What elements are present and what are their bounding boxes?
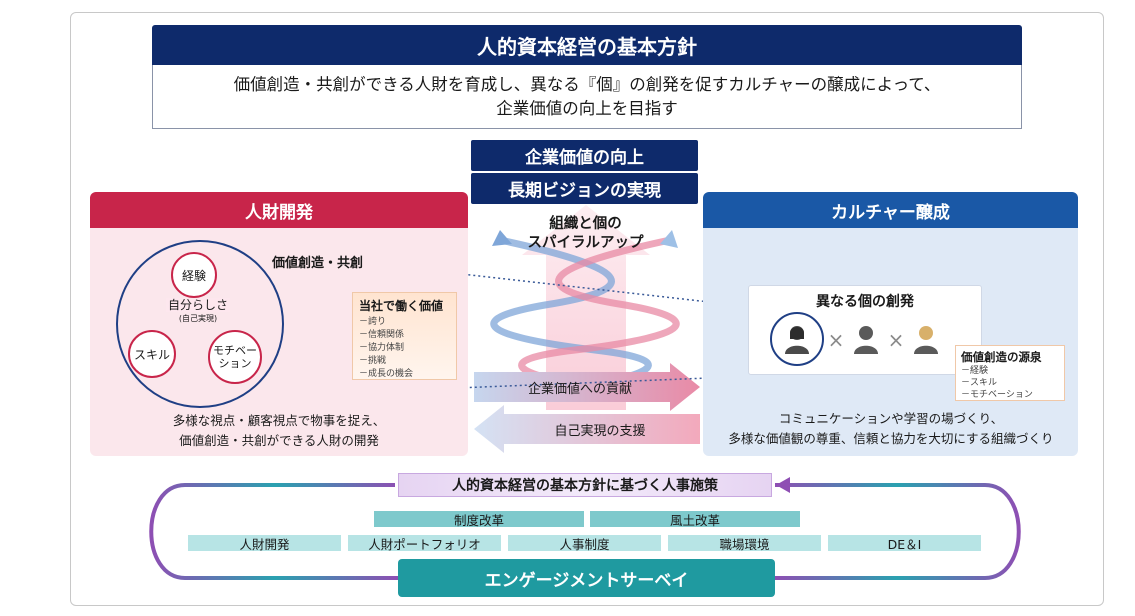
times-icon: ×	[887, 328, 905, 352]
left-caption-1: 多様な視点・顧客視点で物事を捉え、	[172, 413, 386, 428]
value-item: －信頼関係	[359, 330, 405, 340]
value-item: －協力体制	[359, 343, 405, 353]
spiral-tip	[660, 230, 678, 248]
source-item: －モチベーション	[961, 390, 1033, 400]
workplace-value-box: 当社で働く価値 －誇り －信頼関係 －協力体制 －挑戦 －成長の機会	[352, 292, 457, 380]
emergence-title: 異なる個の創発	[816, 294, 914, 310]
spiral-tip	[492, 230, 512, 246]
self-sub-label: (自己実現)	[178, 314, 218, 323]
engagement-survey: エンゲージメントサーベイ	[398, 559, 775, 597]
spiral-line-1: 組織と個の	[549, 216, 622, 232]
right-caption: コミュニケーションや学習の場づくり、 多様な価値観の尊重、信頼と協力を大切にする…	[706, 409, 1076, 449]
left-caption: 多様な視点・顧客視点で物事を捉え、 価値創造・共創ができる人財の開発	[95, 411, 463, 451]
skill-bubble: スキル	[128, 330, 176, 378]
motivation-bubble: モチベー ション	[208, 330, 262, 384]
hr-measure: 人事制度	[508, 535, 661, 552]
policy-statement: 価値創造・共創ができる人財を育成し、異なる『個』の創発を促すカルチャーの醸成によ…	[152, 65, 1022, 129]
cycle-circle	[116, 240, 284, 408]
source-box-title: 価値創造の源泉	[961, 350, 1042, 364]
person-icon	[846, 318, 886, 360]
hr-measure: 人財開発	[188, 535, 341, 552]
policy-line-1: 価値創造・共創ができる人財を育成し、異なる『個』の創発を促すカルチャーの醸成によ…	[233, 74, 941, 94]
value-item: －挑戦	[359, 356, 387, 366]
vision-top: 企業価値の向上	[471, 140, 698, 171]
person-icon-highlighted	[770, 312, 824, 366]
hr-category: 風土改革	[590, 511, 800, 528]
spiral-curve	[490, 236, 652, 394]
hr-category: 制度改革	[374, 511, 584, 528]
right-caption-2: 多様な価値観の尊重、信頼と協力を大切にする組織づくり	[728, 431, 1054, 446]
value-box-title: 当社で働く価値	[359, 299, 444, 313]
spiral-curve	[518, 236, 680, 394]
left-caption-2: 価値創造・共創ができる人財の開発	[179, 433, 379, 448]
self-main-label: 自分らしさ	[165, 298, 230, 312]
times-icon: ×	[827, 328, 845, 352]
hr-loop	[775, 483, 1021, 580]
value-item: －成長の機会	[359, 369, 414, 379]
spiral-line-2: スパイラルアップ	[527, 235, 644, 251]
support-arrow	[474, 405, 700, 453]
contribution-label: 企業価値への貢献	[527, 381, 632, 397]
value-item: －誇り	[359, 317, 387, 327]
right-panel-title: カルチャー醸成	[703, 192, 1078, 228]
policy-title: 人的資本経営の基本方針	[152, 25, 1022, 65]
self-realization: 自分らしさ (自己実現)	[152, 298, 244, 326]
policy-line-2: 企業価値の向上を目指す	[496, 98, 678, 118]
right-caption-1: コミュニケーションや学習の場づくり、	[778, 411, 1004, 426]
hr-measure: 人財ポートフォリオ	[348, 535, 501, 552]
person-icon	[906, 318, 946, 360]
hr-policy-title: 人的資本経営の基本方針に基づく人事施策	[398, 473, 772, 497]
source-item: －スキル	[961, 378, 998, 388]
source-item: －経験	[961, 366, 989, 376]
left-panel-title: 人財開発	[90, 192, 468, 228]
spiral-label: 組織と個の スパイラルアップ	[513, 215, 658, 253]
value-source-box: 価値創造の源泉 －経験 －スキル －モチベーション	[955, 345, 1065, 401]
motivation-label-1: モチベー	[213, 344, 257, 357]
contribution-arrow	[474, 363, 700, 411]
experience-bubble: 経験	[171, 252, 217, 298]
hr-loop	[149, 483, 398, 580]
motivation-label-2: ション	[218, 357, 252, 370]
vision-bottom: 長期ビジョンの実現	[471, 173, 698, 204]
hr-measure: 職場環境	[668, 535, 821, 552]
support-label: 自己実現の支援	[554, 423, 646, 439]
value-creation-label: 価値創造・共創	[272, 256, 364, 271]
hr-measure: DE＆I	[828, 535, 981, 552]
loop-arrowhead	[776, 477, 790, 493]
